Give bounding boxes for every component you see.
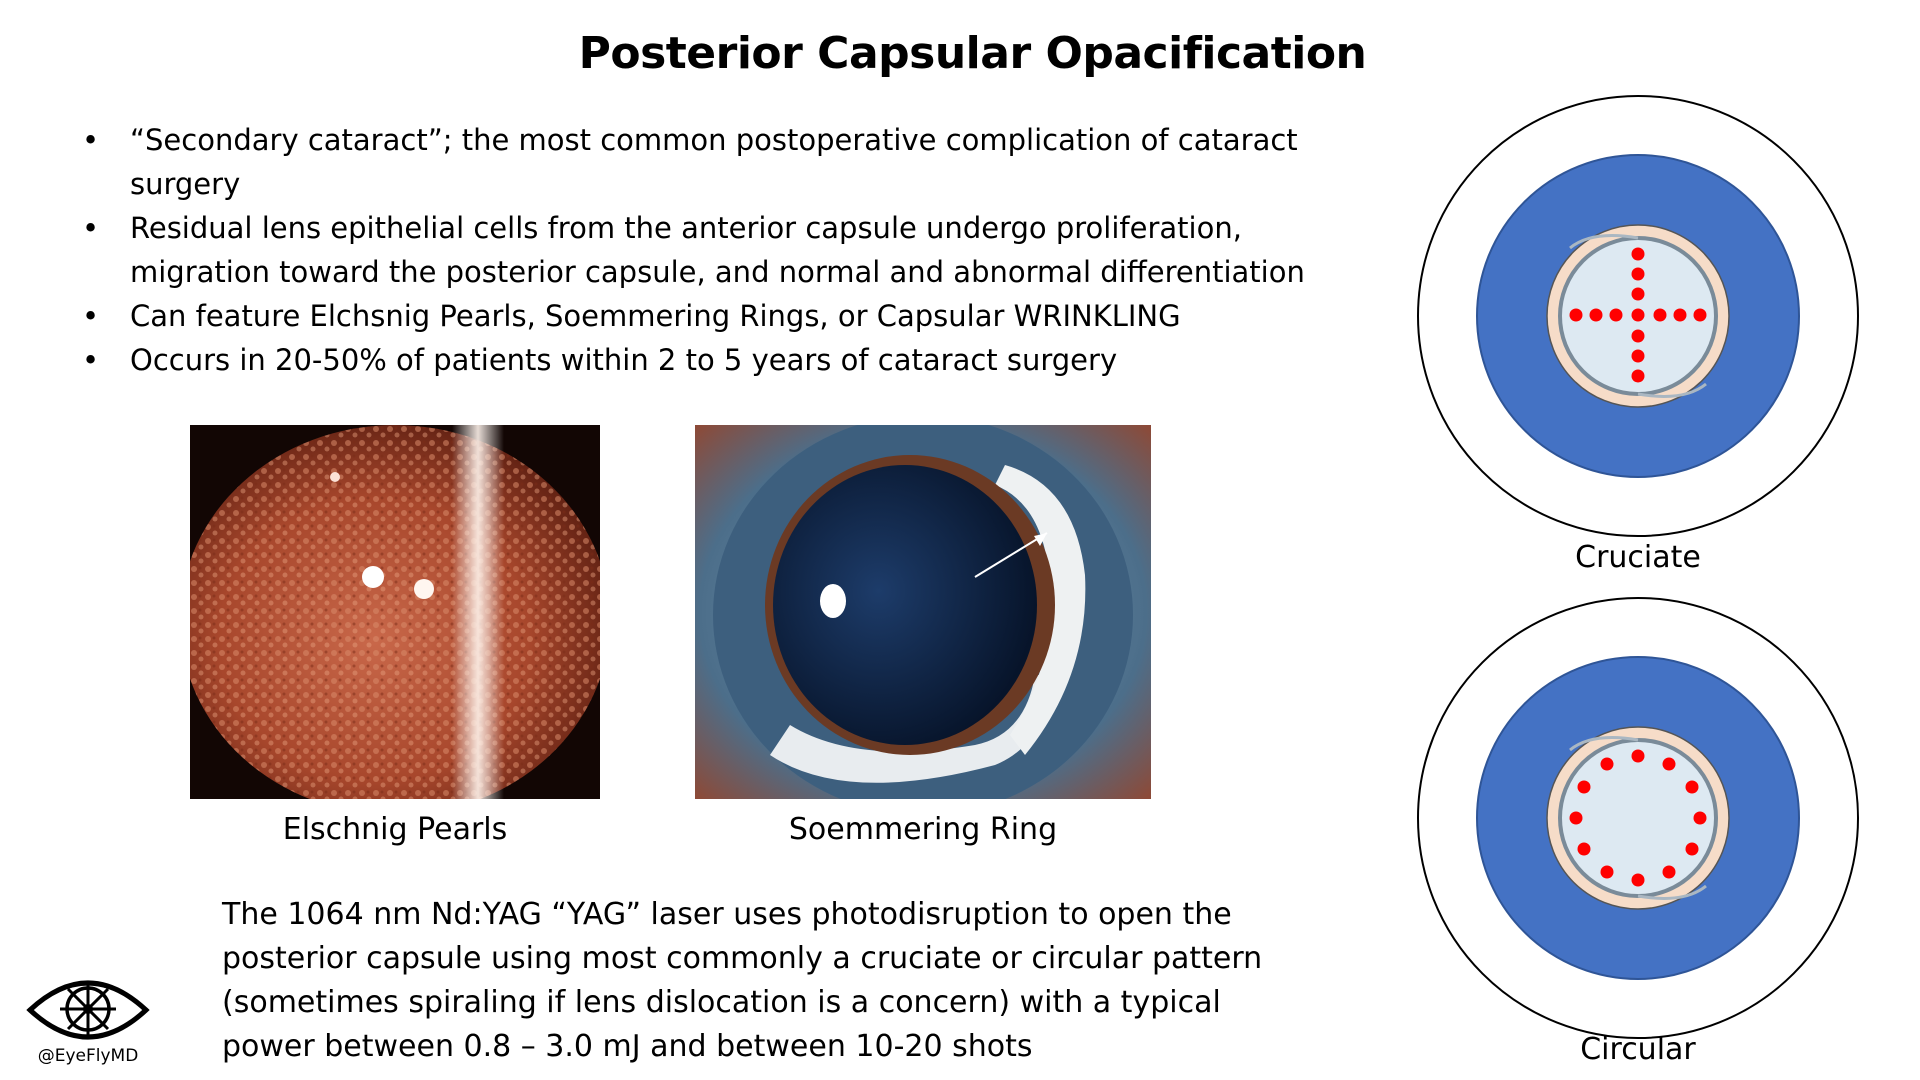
bullet-item: • Residual lens epithelial cells from th… bbox=[80, 206, 1380, 294]
bullet-marker: • bbox=[82, 343, 100, 377]
circular-pattern-diagram bbox=[1416, 596, 1860, 1040]
elschnig-pearls-caption: Elschnig Pearls bbox=[282, 812, 508, 847]
bullet-item: • Occurs in 20-50% of patients within 2 t… bbox=[80, 338, 1380, 382]
eyeflymd-logo: @EyeFlyMD bbox=[26, 964, 150, 1074]
cruciate-label: Cruciate bbox=[1575, 540, 1701, 575]
bullet-list: • “Secondary cataract”; the most common p… bbox=[80, 118, 1380, 382]
bullet-item: • Can feature Elchsnig Pearls, Soemmering… bbox=[80, 294, 1380, 338]
bullet-marker: • bbox=[82, 299, 100, 333]
logo-handle: @EyeFlyMD bbox=[37, 1046, 139, 1066]
slide-title: Posterior Capsular Opacification bbox=[578, 28, 1367, 79]
bullet-text: Can feature Elchsnig Pearls, Soemmering … bbox=[130, 299, 1181, 333]
circular-label: Circular bbox=[1580, 1032, 1696, 1067]
bullet-marker: • bbox=[82, 123, 100, 157]
soemmering-ring-caption: Soemmering Ring bbox=[788, 812, 1058, 847]
cruciate-pattern-diagram bbox=[1416, 94, 1860, 538]
bullet-text: Residual lens epithelial cells from the … bbox=[130, 211, 1305, 289]
bullet-item: • “Secondary cataract”; the most common p… bbox=[80, 118, 1380, 206]
bullet-text: “Secondary cataract”; the most common po… bbox=[130, 123, 1298, 201]
bullet-text: Occurs in 20-50% of patients within 2 to… bbox=[130, 343, 1118, 377]
yag-laser-description: The 1064 nm Nd:YAG “YAG” laser uses phot… bbox=[222, 897, 1263, 1064]
eye-wheel-icon bbox=[26, 980, 150, 1040]
elschnig-pearls-photo bbox=[190, 425, 600, 799]
soemmering-ring-photo bbox=[695, 425, 1151, 799]
bullet-marker: • bbox=[82, 211, 100, 245]
